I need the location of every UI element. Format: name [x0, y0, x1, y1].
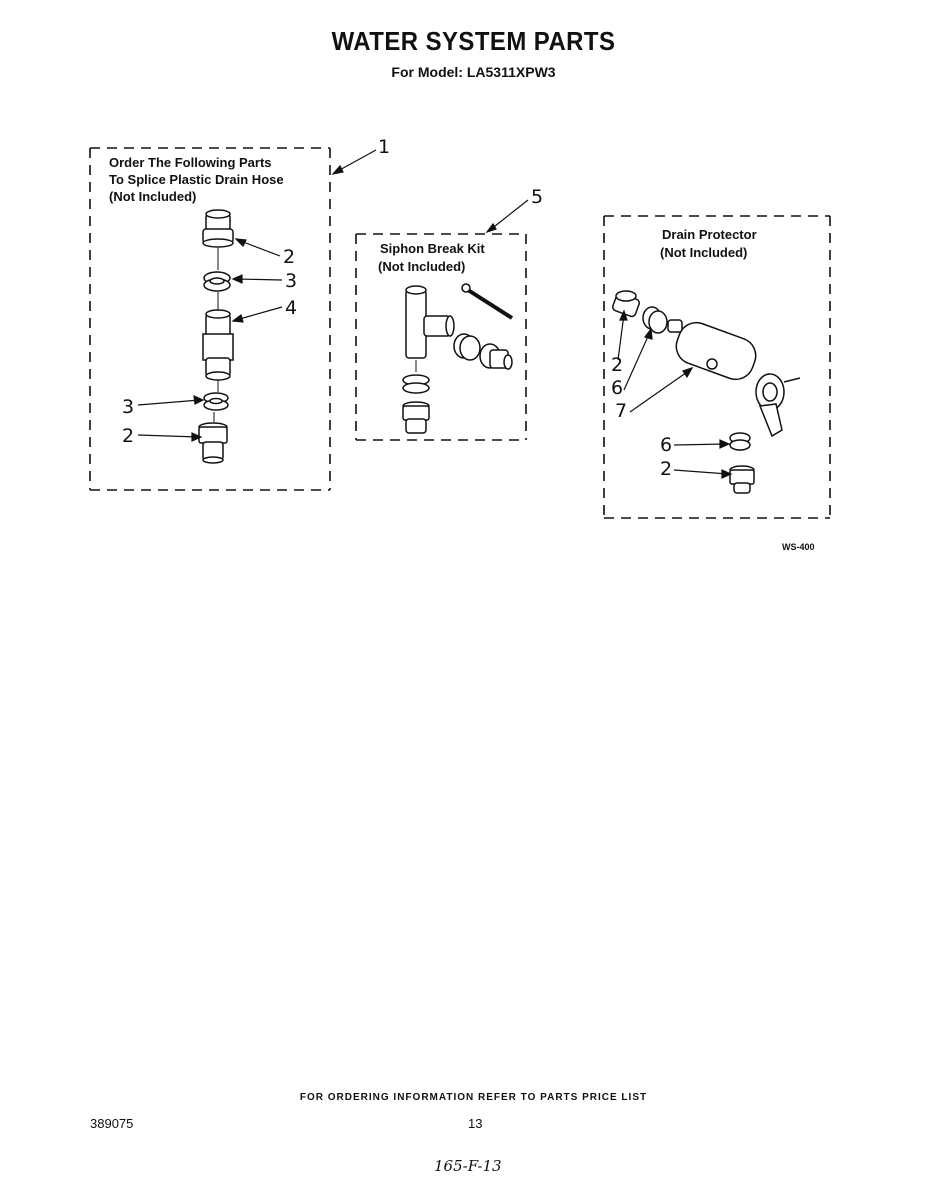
clamp-ring-bottom [402, 374, 430, 394]
siphon-label-line1: Siphon Break Kit [380, 241, 485, 256]
splice-label-line3: (Not Included) [109, 189, 197, 204]
ordering-info-note: FOR ORDERING INFORMATION REFER TO PARTS … [299, 1092, 648, 1103]
model-subtitle: For Model: LA5311XPW3 [391, 64, 556, 80]
splice-parts [198, 209, 234, 464]
drain-protector-body [667, 319, 801, 438]
siphon-label-line2: (Not Included) [378, 259, 466, 274]
splice-label-line1: Order The Following Parts [109, 155, 272, 170]
clamp-ring-side [453, 333, 481, 361]
callout-drain-2-top: 2 [611, 354, 624, 376]
drain-adapter-bottom [729, 465, 755, 494]
callout-splice-3-bottom: 3 [122, 396, 135, 418]
figure-code: WS-400 [782, 542, 815, 552]
nut-part-bottom [203, 392, 229, 411]
document-number: 389075 [90, 1116, 134, 1131]
callout-1: 1 [378, 136, 391, 158]
callout-drain-6-top: 6 [611, 377, 624, 399]
adapter-bottom [402, 401, 430, 434]
callout-splice-3-top: 3 [285, 270, 298, 292]
callout-drain-7: 7 [615, 400, 628, 422]
drain-leaders [617, 309, 733, 479]
callout-splice-4: 4 [285, 297, 298, 319]
drain-parts [612, 290, 801, 494]
handwritten-note: 165-F-13 [434, 1157, 502, 1175]
splice-panel-border [89, 147, 331, 491]
siphon-parts [402, 283, 514, 434]
drain-panel-border [603, 215, 831, 519]
drain-ring-bottom [729, 432, 751, 451]
drain-ring-top [642, 306, 668, 334]
adapter-side [479, 343, 513, 370]
page-number: 13 [468, 1116, 483, 1131]
callout-drain-6-bottom: 6 [660, 434, 673, 456]
siphon-panel-border [355, 233, 527, 441]
callout-splice-2-bottom: 2 [122, 425, 135, 447]
drain-label-line1: Drain Protector [662, 227, 757, 242]
siphon-leader [485, 199, 529, 234]
page-title: WATER SYSTEM PARTS [331, 26, 616, 56]
tee-fitting [405, 285, 455, 359]
nut-part-top [203, 271, 231, 292]
coupling-part [202, 309, 234, 381]
callout-5: 5 [531, 186, 544, 208]
splice-label-line2: To Splice Plastic Drain Hose [109, 172, 284, 187]
clip-pin [461, 283, 514, 320]
drain-label-line2: (Not Included) [660, 245, 748, 260]
splice-leaders [137, 149, 377, 442]
callout-splice-2-top: 2 [283, 246, 296, 268]
callout-drain-2-bottom: 2 [660, 458, 673, 480]
drain-adapter-top [612, 290, 640, 318]
adapter-part-bottom [198, 422, 228, 464]
adapter-part-top [202, 209, 234, 248]
